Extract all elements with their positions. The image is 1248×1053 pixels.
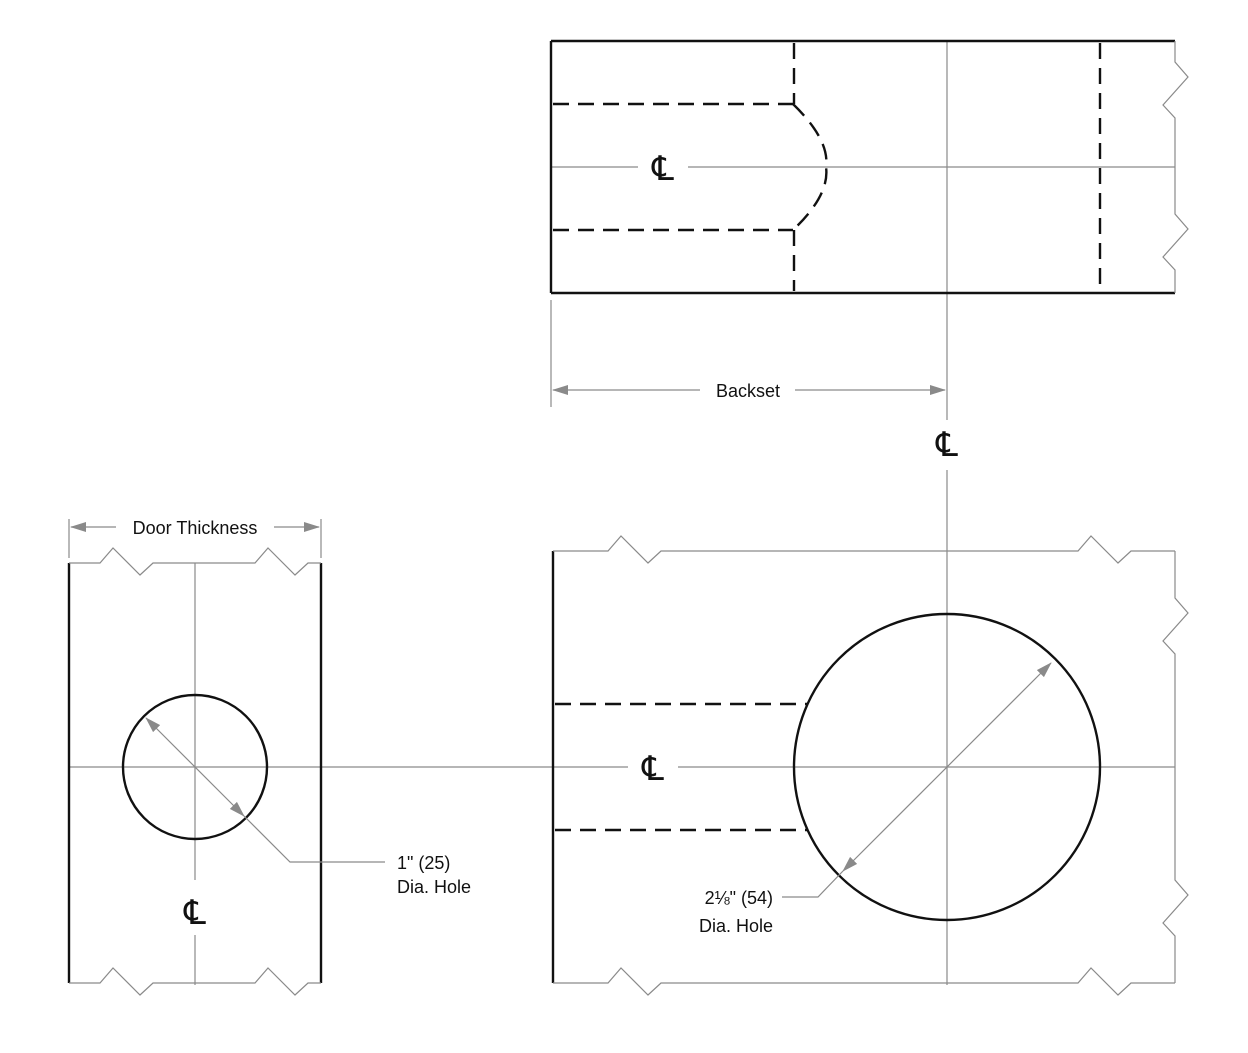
face-view: 2⅛" (54) Dia. Hole ℄ — [551, 535, 1189, 996]
face-view-centerline-symbol: ℄ — [641, 749, 664, 789]
latch-bore-hidden-end — [792, 103, 828, 231]
door-thickness-label: Door Thickness — [133, 518, 258, 538]
edge-view-bottom-break — [69, 967, 321, 996]
backset-label: Backset — [716, 381, 780, 401]
face-view-top-break — [553, 535, 1175, 564]
face-view-bottom-break — [553, 967, 1175, 996]
edge-bore-leader — [243, 815, 385, 863]
top-view-centerline-symbol: ℄ — [651, 149, 674, 189]
edge-view: Door Thickness 1" (25) Dia. Hole ℄ — [67, 518, 1175, 996]
face-view-right-break — [1162, 551, 1189, 983]
edge-bore-diameter-arrow — [145, 717, 245, 817]
cross-bore-leader — [782, 870, 844, 898]
top-view: ℄ — [549, 39, 1189, 985]
cross-bore-hole — [792, 612, 1102, 922]
edge-view-centerline-symbol: ℄ — [183, 893, 206, 933]
backset-centerline-symbol: ℄ — [935, 425, 958, 465]
edge-bore-hole — [121, 693, 269, 841]
top-view-break-line — [1162, 41, 1189, 293]
cross-bore-description: Dia. Hole — [699, 916, 773, 936]
edge-view-top-break — [69, 547, 321, 576]
backset-dimension: Backset ℄ — [550, 300, 958, 465]
edge-bore-size: 1" (25) — [397, 853, 450, 873]
cross-bore-diameter-arrow — [842, 662, 1052, 872]
edge-bore-description: Dia. Hole — [397, 877, 471, 897]
cross-bore-size: 2⅛" (54) — [705, 888, 773, 908]
